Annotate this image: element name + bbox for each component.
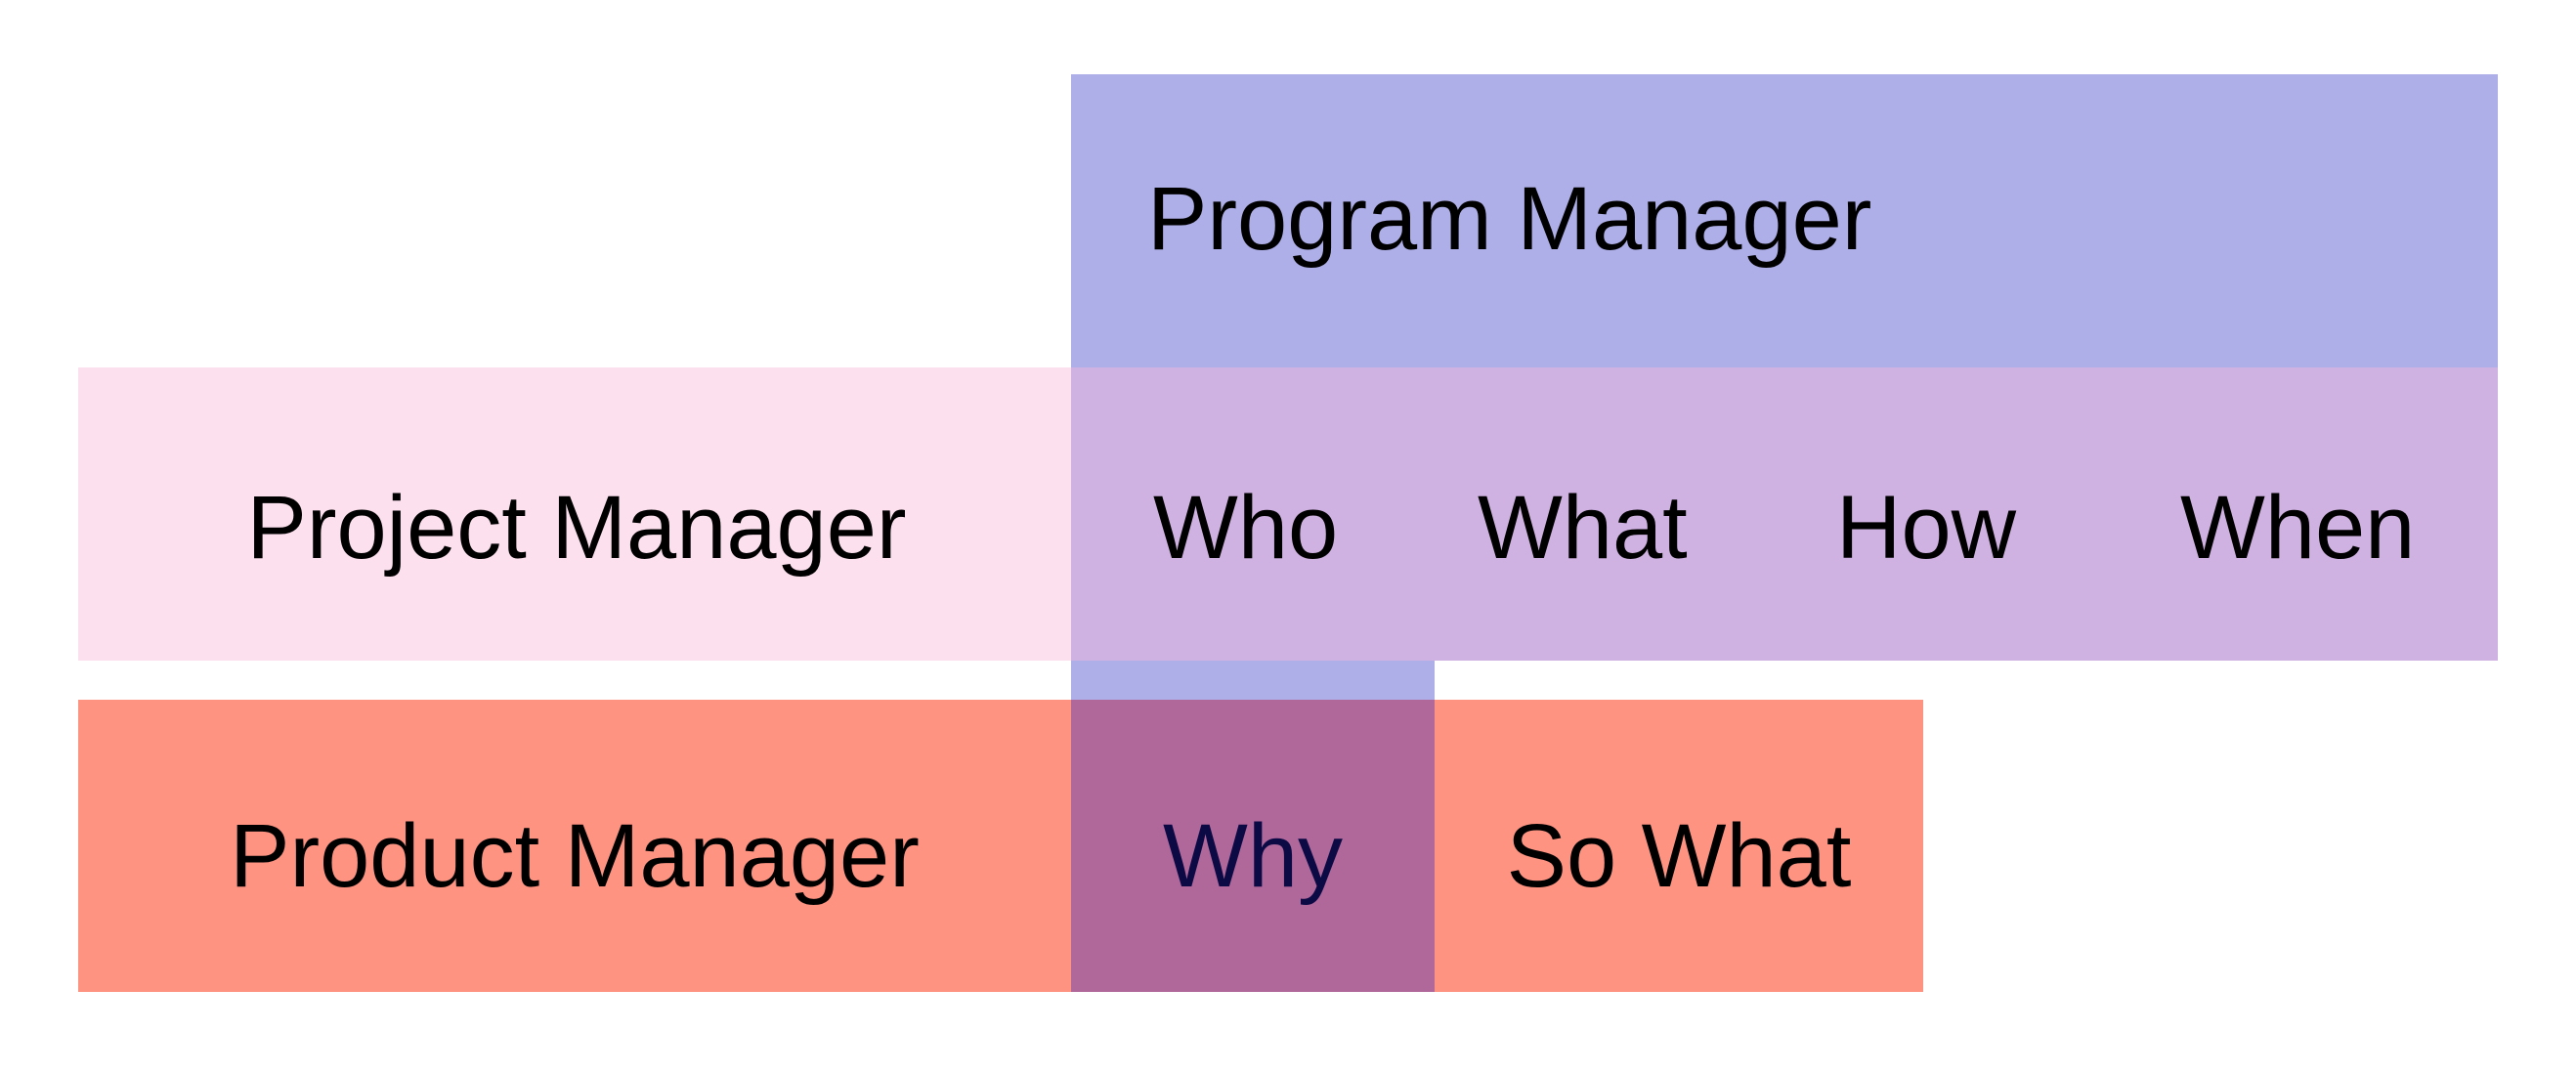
product-program-overlap [1071,700,1435,992]
item-so-what: So What [1506,806,1852,906]
project-manager-band [78,367,1071,661]
item-what: What [1478,478,1688,578]
so-what-cell [1435,700,1923,992]
item-why: Why [1163,806,1343,906]
program-manager-label: Program Manager [1147,169,1872,269]
product-manager-label: Product Manager [230,806,920,906]
product-manager-band [78,700,1071,992]
program-manager-strip [1071,661,1435,700]
project-manager-label: Project Manager [246,478,907,578]
item-when: When [2180,478,2416,578]
item-how: How [1836,478,2017,578]
project-program-overlap [1071,367,2498,661]
program-manager-band [1071,74,2498,367]
item-who: Who [1153,478,1339,578]
